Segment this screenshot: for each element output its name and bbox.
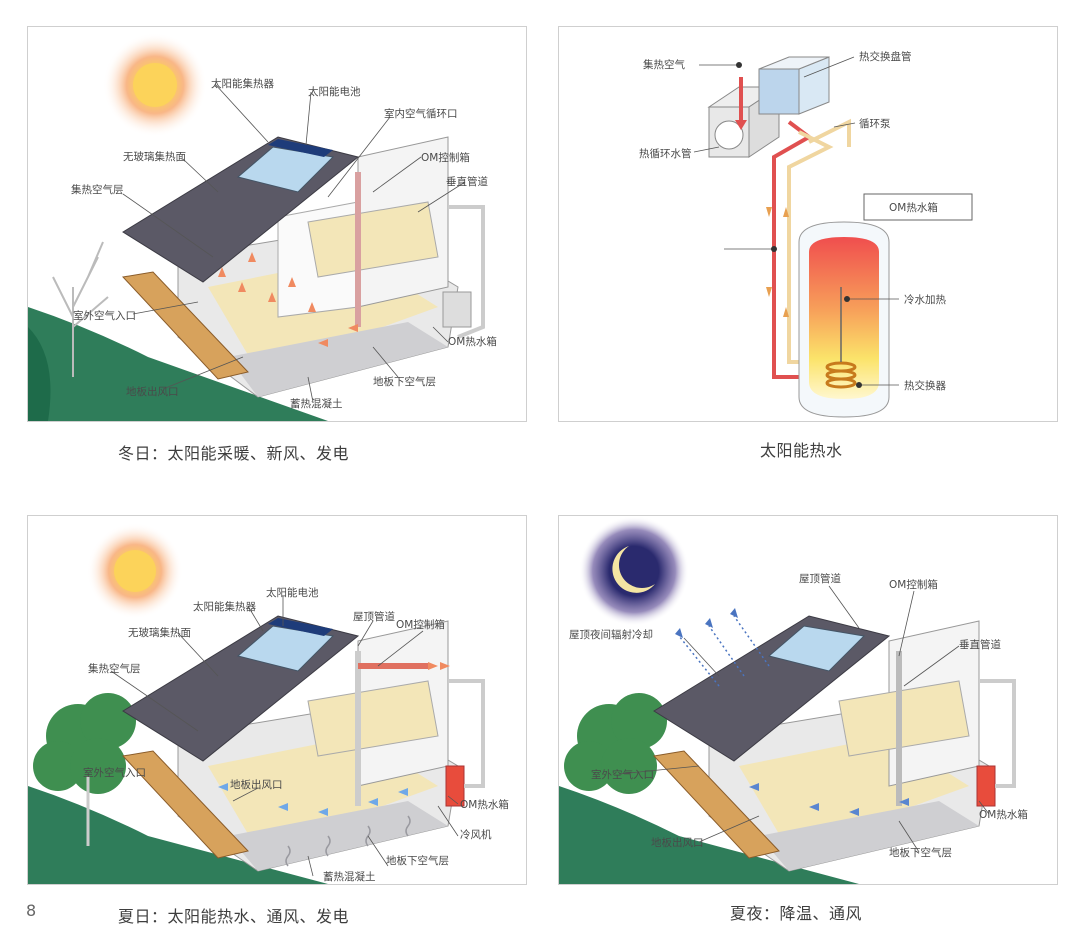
label-om-box: OM控制箱 [396,618,445,631]
hotwater-caption: 太阳能热水 [760,441,843,460]
warm-air-arrows [218,252,358,347]
label-vertical-duct: 垂直管道 [446,175,488,188]
label-om-box: OM控制箱 [889,578,938,591]
cool-air-arrows [218,783,408,816]
hot-water-tank [809,237,879,399]
label-pump: 循环泵 [859,117,891,130]
pv-panel [268,139,333,157]
page-number: 8 [26,901,37,920]
solar-collector [236,146,335,193]
label-cooler: 冷风机 [460,828,492,841]
label-roof-duct: 屋顶管道 [353,610,395,623]
label-outdoor-inlet: 室外空气入口 [73,309,136,322]
tree-icon [564,693,667,794]
label-pv: 太阳能电池 [308,85,361,98]
label-heat-coil: 热交换盘管 [859,50,912,63]
label-concrete: 蓄热混凝土 [290,397,343,410]
winter-panel: 太阳能集热器 太阳能电池 室内空气循环口 无玻璃集热面 OM控制箱 垂直管道 集… [27,26,527,422]
cool-air-arrows [749,783,909,816]
label-under-floor: 地板下空气层 [386,854,449,867]
label-collector: 太阳能集热器 [193,600,256,613]
label-air-layer: 集热空气层 [71,183,124,196]
label-concrete: 蓄热混凝土 [323,870,376,883]
summer-caption: 夏日：太阳能热水、通风、发电 [118,907,350,926]
label-cold-heating: 冷水加热 [904,293,946,306]
label-indoor-return: 室内空气循环口 [384,107,458,120]
label-air-layer: 集热空气层 [88,662,141,675]
summer-panel: 太阳能电池 太阳能集热器 屋顶管道 无玻璃集热面 OM控制箱 集热空气层 室外空… [27,515,527,885]
label-hot-pipe: 热循环水管 [639,147,692,160]
label-vertical-duct: 垂直管道 [959,638,1001,651]
label-roof-duct: 屋顶管道 [799,572,841,585]
label-collector: 太阳能集热器 [211,77,274,90]
winter-caption: 冬日：太阳能采暖、新风、发电 [118,444,350,463]
radiative-cooling-arrows [678,615,770,687]
hotwater-illustration: 集热空气 热交换盘管 循环泵 热循环水管 OM热水箱 冷水加热 热交换器 [639,50,973,418]
label-pv: 太阳能电池 [266,586,319,599]
label-om-tank: OM热水箱 [460,798,509,811]
night-panel: 屋顶管道 OM控制箱 屋顶夜间辐射冷却 垂直管道 室外空气入口 OM热水箱 地板… [558,515,1058,885]
label-floor-outlet: 地板出风口 [651,836,704,849]
winter-house-illustration: 太阳能集热器 太阳能电池 室内空气循环口 无玻璃集热面 OM控制箱 垂直管道 集… [28,33,497,421]
label-exchanger: 热交换器 [904,379,946,392]
label-unglazed: 无玻璃集热面 [128,626,191,639]
tree-icon [33,693,136,794]
label-under-floor: 地板下空气层 [373,375,436,388]
moon-icon [612,546,655,593]
label-radiative: 屋顶夜间辐射冷却 [569,628,653,641]
hotwater-panel: 集热空气 热交换盘管 循环泵 热循环水管 OM热水箱 冷水加热 热交换器 [558,26,1058,422]
bare-tree-icon [52,241,109,377]
label-outdoor-inlet: 室外空气入口 [83,766,146,779]
label-om-box: OM控制箱 [421,151,470,164]
summer-house-illustration: 太阳能电池 太阳能集热器 屋顶管道 无玻璃集热面 OM控制箱 集热空气层 室外空… [28,523,509,884]
label-floor-outlet: 地板出风口 [230,778,283,791]
label-om-tank: OM热水箱 [979,808,1028,821]
label-under-floor: 地板下空气层 [889,846,952,859]
label-floor-outlet: 地板出风口 [126,385,179,398]
night-caption: 夏夜：降温、通风 [730,904,863,923]
label-om-tank: OM热水箱 [448,335,497,348]
label-tank: OM热水箱 [889,201,938,214]
label-unglazed: 无玻璃集热面 [123,150,186,163]
label-outdoor-inlet: 室外空气入口 [591,768,654,781]
night-sky [579,516,689,626]
night-house-illustration: 屋顶管道 OM控制箱 屋顶夜间辐射冷却 垂直管道 室外空气入口 OM热水箱 地板… [559,516,1028,884]
label-hot-air: 集热空气 [643,58,685,71]
